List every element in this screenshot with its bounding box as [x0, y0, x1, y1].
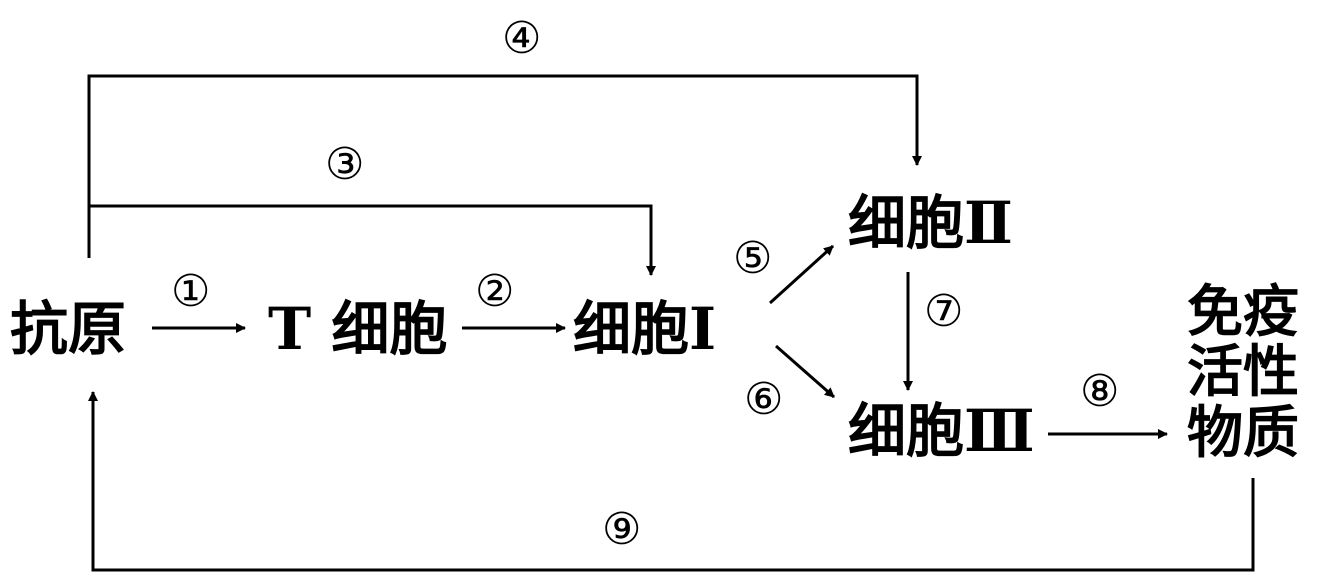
arrow-4	[87, 74, 922, 258]
step-7-marker: ⑦	[924, 286, 964, 337]
antigen-node: 抗原	[10, 295, 127, 363]
step-5-marker: ⑤	[733, 233, 773, 284]
cell-3-node: 细胞Ⅲ	[848, 397, 1035, 465]
arrow-5	[768, 244, 835, 305]
step-2-marker: ②	[475, 266, 515, 317]
arrow-3	[89, 204, 656, 276]
step-8-marker: ⑧	[1080, 366, 1120, 417]
step-3-marker: ③	[325, 139, 365, 190]
t-cell-node: T 细胞	[268, 295, 448, 363]
step-6-marker: ⑥	[744, 374, 784, 425]
step-9-marker: ⑨	[602, 504, 642, 555]
cell-1-node: 细胞Ⅰ	[573, 295, 717, 363]
cell-2-node: 细胞Ⅱ	[848, 189, 1013, 257]
step-1-marker: ①	[171, 266, 211, 317]
arrow-6	[775, 344, 835, 399]
arrow-9	[88, 391, 1255, 572]
step-4-marker: ④	[502, 13, 542, 64]
immune-active-substance-node: 免疫活性物质	[1187, 279, 1299, 466]
